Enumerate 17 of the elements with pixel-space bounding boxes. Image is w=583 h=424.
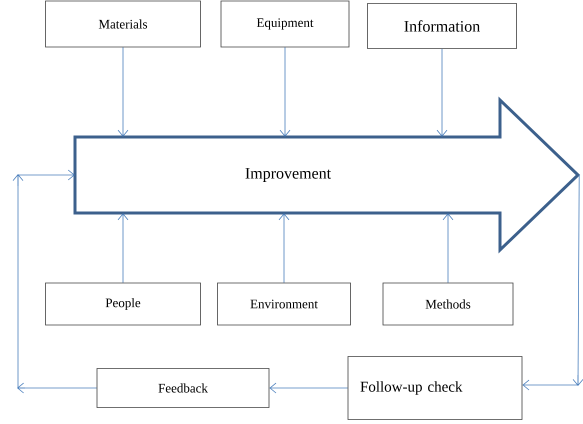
- arrow: [278, 213, 290, 283]
- label-box: Materials: [45, 0, 201, 48]
- arrow: [522, 174, 583, 390]
- label-box: Equipment: [220, 0, 350, 48]
- arrow: [118, 47, 128, 137]
- arrow: [12, 170, 97, 394]
- arrow: [269, 382, 348, 394]
- label-box: People: [45, 282, 201, 326]
- label-box: Follow-up check: [348, 356, 522, 420]
- arrow: [442, 213, 454, 283]
- arrow: [436, 48, 448, 137]
- label-box: Methods: [382, 282, 514, 326]
- arrow: [280, 47, 290, 137]
- arrow: [118, 213, 128, 283]
- label-box: Environment: [217, 282, 351, 326]
- label-box: Feedback: [96, 368, 270, 408]
- label-box: Information: [367, 3, 517, 49]
